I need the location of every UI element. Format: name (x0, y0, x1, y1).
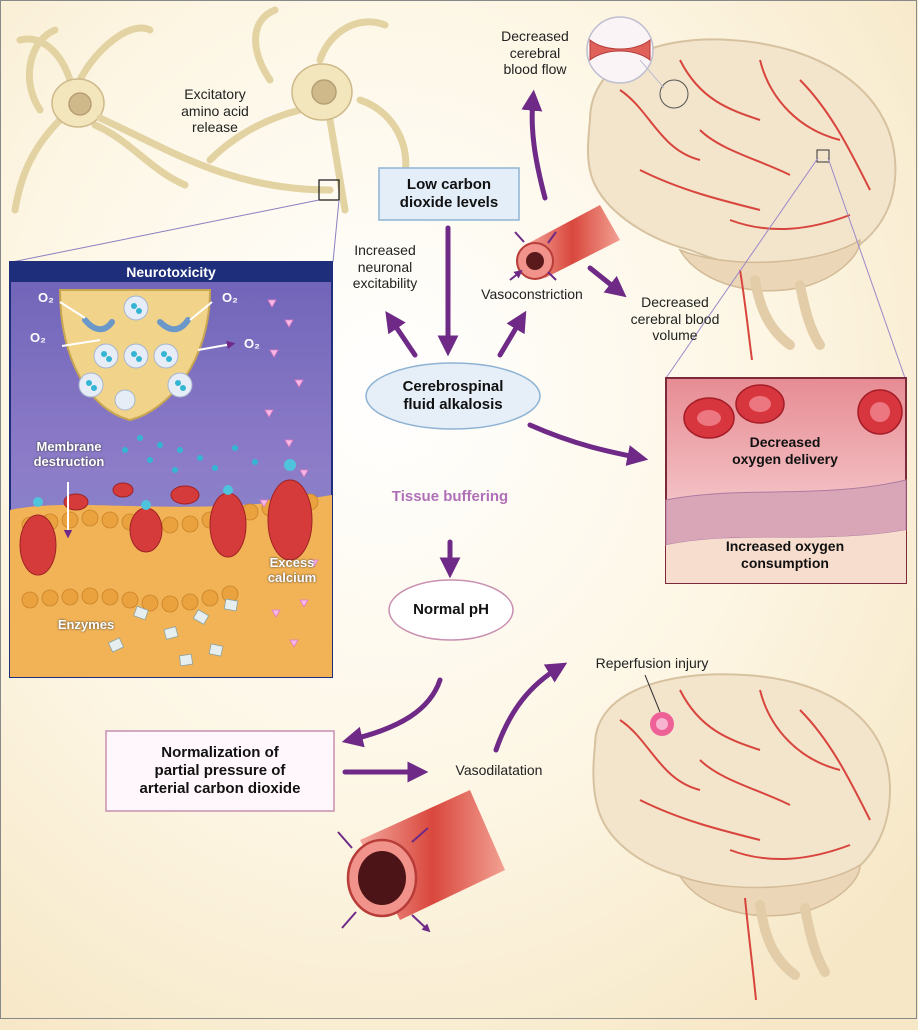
csf-alkalosis-ellipse (365, 362, 541, 430)
normalization-box (105, 730, 335, 812)
label-vasodilatation: Vasodilatation (455, 762, 543, 778)
label-normal-ph: Normal pH (413, 601, 489, 618)
label-reperfusion: Reperfusion injury (595, 655, 709, 671)
o2-label-4: O₂ (244, 336, 260, 351)
label-low-co2: Low carbon dioxide levels (399, 176, 499, 211)
dilated-vessel-illustration (337, 790, 505, 930)
oxygen-panel (665, 157, 907, 584)
label-decreased-o2-delivery: Decreased oxygen delivery (732, 434, 838, 467)
zoom-marker (318, 179, 340, 201)
label-decreased-volume: Decreased cerebral blood volume (630, 294, 720, 344)
brain-illustration-bottom (592, 673, 892, 1001)
neurotoxicity-inset (9, 261, 333, 678)
o2-label-1: O₂ (38, 290, 54, 305)
brain-illustration-top (586, 38, 897, 361)
o2-label-2: O₂ (30, 330, 46, 345)
label-enzymes: Enzymes (57, 617, 115, 632)
neuron-illustration (11, 6, 410, 214)
label-tissue-buffering: Tissue buffering (391, 488, 509, 505)
flow-arrows (341, 89, 649, 783)
low-co2-box (378, 167, 520, 221)
label-increased-excitability: Increased neuronal excitability (352, 242, 418, 292)
label-csf-alkalosis: Cerebrospinal fluid alkalosis (402, 378, 504, 413)
label-increased-o2-consumption: Increased oxygen consumption (725, 538, 845, 571)
normal-ph-ellipse (388, 579, 514, 641)
constricted-vessel-illustration (509, 205, 620, 281)
inset-title: Neurotoxicity (10, 262, 332, 282)
label-calcium: Excess calcium (267, 555, 317, 585)
label-decreased-flow: Decreased cerebral blood flow (501, 28, 569, 78)
label-excitatory: Excitatory amino acid release (181, 86, 249, 136)
label-vasoconstriction: Vasoconstriction (481, 286, 583, 302)
label-membrane: Membrane destruction (33, 439, 105, 469)
o2-label-3: O₂ (222, 290, 238, 305)
label-normalization: Normalization of partial pressure of art… (139, 744, 301, 797)
